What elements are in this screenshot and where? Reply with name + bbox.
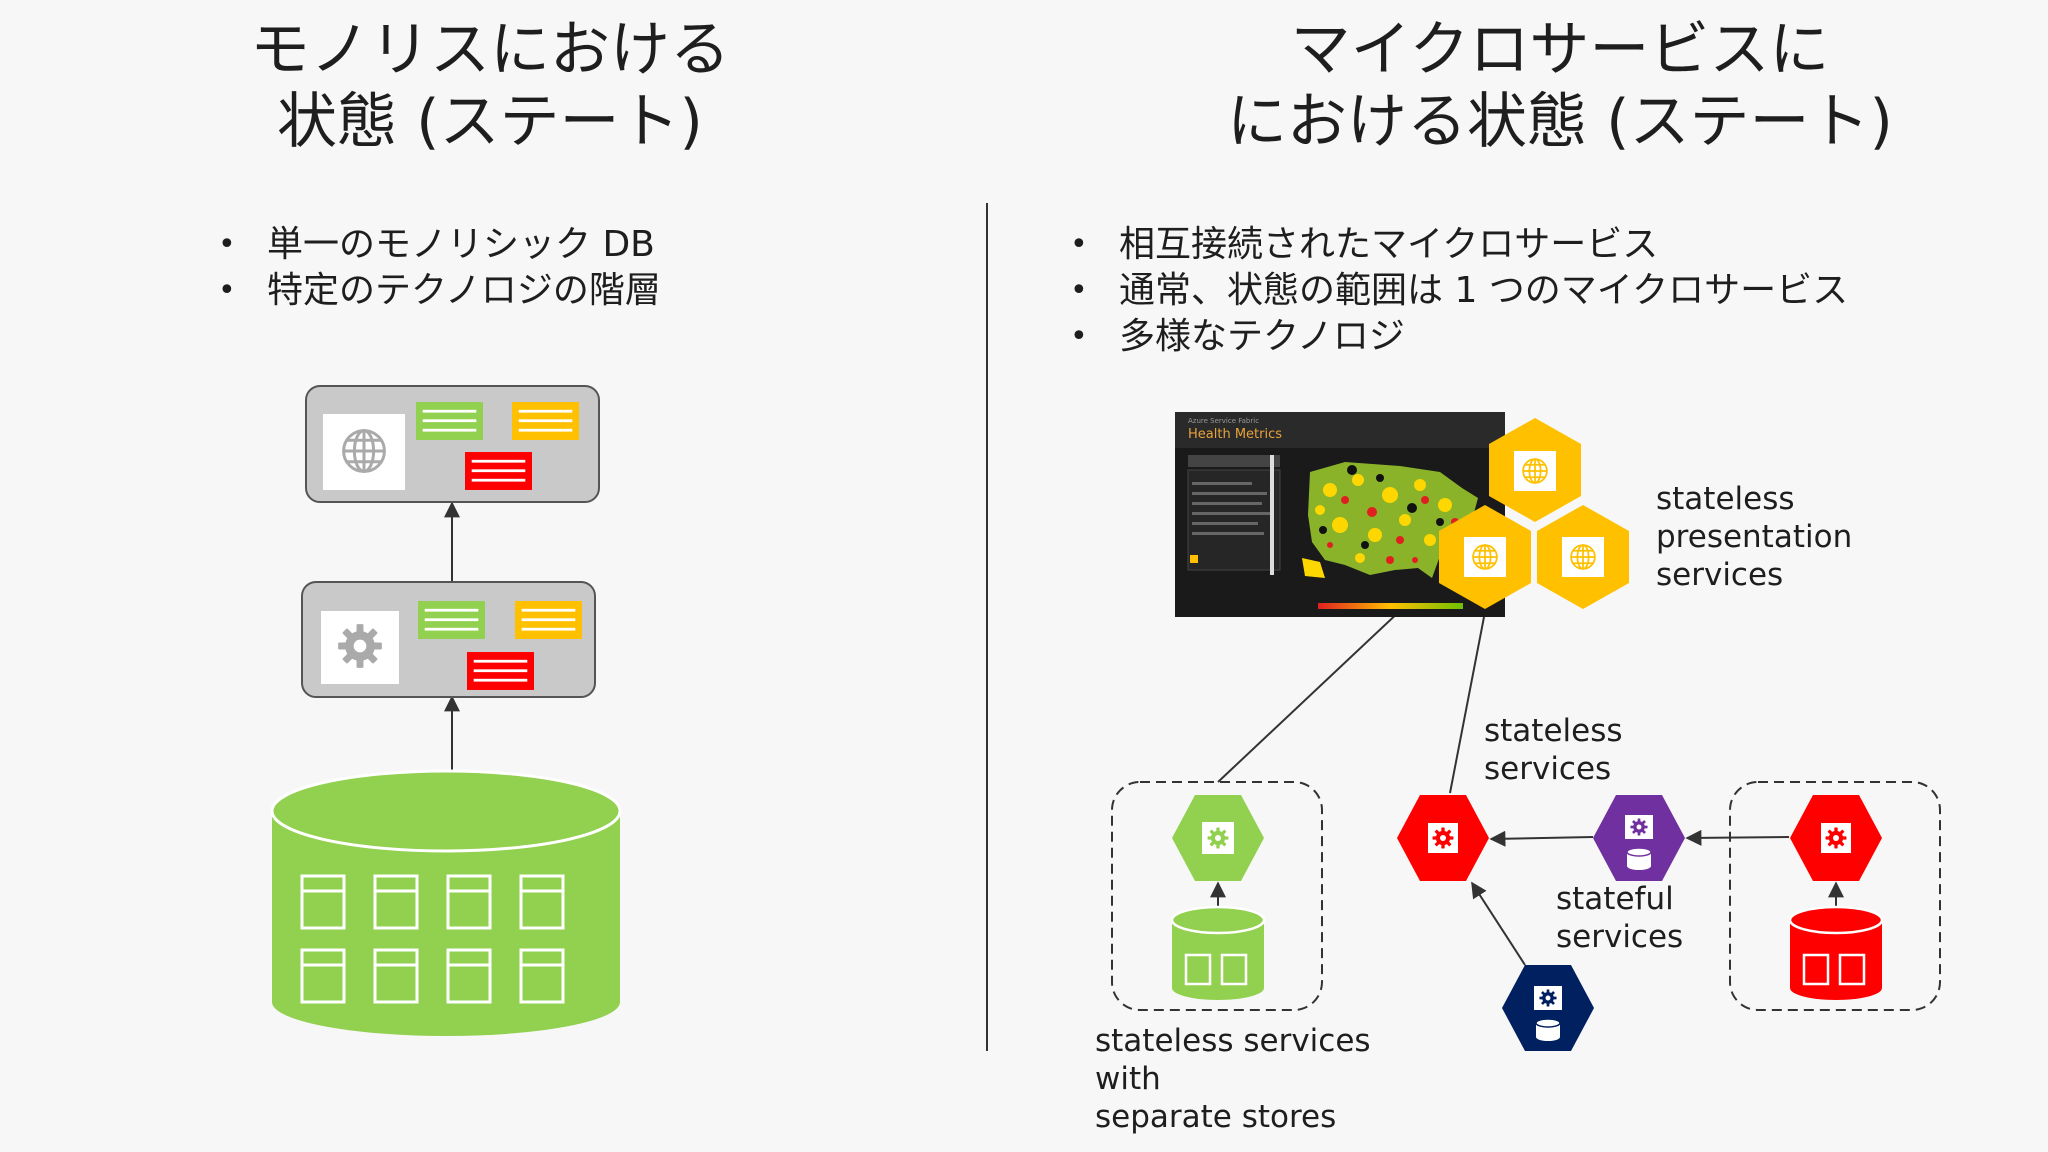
bullet-item: 相互接続されたマイクロサービス xyxy=(1070,222,1848,268)
connector-line xyxy=(1217,607,1404,783)
gear-icon xyxy=(1630,818,1648,836)
monolith-bullets: 単一のモノリシック DB 特定のテクノロジの階層 xyxy=(218,222,661,314)
dependency-arrow xyxy=(1471,881,1526,966)
green-service-group xyxy=(1111,781,1323,1011)
config-stack-icon xyxy=(465,452,532,490)
green-database-icon xyxy=(1170,905,1266,1000)
monolith-database-icon xyxy=(270,769,622,1036)
label-line: stateless services xyxy=(1095,1023,1371,1059)
monolith-title-line1: モノリスにおける xyxy=(250,15,730,85)
label-line: stateless xyxy=(1656,481,1795,517)
globe-icon xyxy=(1522,458,1548,484)
dependency-arrow xyxy=(1489,830,1594,847)
usa-heat-map xyxy=(1308,462,1478,578)
monolith-title-line2: 状態 (ステート) xyxy=(277,87,703,157)
label-line: presentation xyxy=(1656,519,1853,555)
stateless-service-hex xyxy=(1172,795,1264,881)
database-icon xyxy=(1535,1018,1561,1041)
gear-icon xyxy=(1207,827,1229,849)
gear-icon xyxy=(1432,827,1454,849)
label-line: with xyxy=(1095,1061,1161,1097)
label-line: services xyxy=(1556,919,1684,955)
stateless-service-hex xyxy=(1790,795,1882,881)
label-line: stateful xyxy=(1556,881,1674,917)
red-service-group xyxy=(1729,781,1941,1011)
microservices-title: マイクロサービスに における状態 (ステート) xyxy=(1160,14,1960,158)
presentation-service-hex xyxy=(1439,505,1531,609)
label-line: stateless xyxy=(1484,713,1623,749)
database-icon xyxy=(1626,847,1652,870)
bullet-item: 特定のテクノロジの階層 xyxy=(218,268,661,314)
bullet-item: 単一のモノリシック DB xyxy=(218,222,661,268)
config-stack-icon xyxy=(416,402,483,440)
monolith-title: モノリスにおける 状態 (ステート) xyxy=(190,14,790,158)
config-stack-icon xyxy=(418,601,485,639)
presentation-service-hex xyxy=(1537,505,1629,609)
config-stack-icon xyxy=(515,601,582,639)
label-line: services xyxy=(1484,751,1612,787)
web-tier-box xyxy=(305,385,600,503)
column-divider xyxy=(986,203,988,1051)
screenshot-app-name: Azure Service Fabric xyxy=(1188,417,1259,425)
stateful-service-hex xyxy=(1502,965,1594,1051)
config-stack-icon xyxy=(467,652,534,690)
bullet-item: 多様なテクノロジ xyxy=(1070,314,1848,360)
gear-icon xyxy=(338,624,382,668)
connector-line xyxy=(1449,616,1485,794)
globe-icon xyxy=(1570,544,1596,570)
stateless-service-hex xyxy=(1397,795,1489,881)
label-stateless-presentation-services: stateless presentation services xyxy=(1656,480,1852,594)
microservices-title-line2: における状態 (ステート) xyxy=(1227,87,1893,157)
bullet-item: 通常、状態の範囲は 1 つのマイクロサービス xyxy=(1070,268,1848,314)
label-line: separate stores xyxy=(1095,1099,1337,1135)
microservices-title-line1: マイクロサービスに xyxy=(1290,15,1830,85)
presentation-service-hex xyxy=(1489,418,1581,522)
globe-icon xyxy=(342,429,386,473)
red-database-icon xyxy=(1788,905,1884,1000)
config-stack-icon xyxy=(512,402,579,440)
label-stateless-services: stateless services xyxy=(1484,712,1623,788)
stateful-service-hex xyxy=(1593,795,1685,881)
label-stateless-services-separate-stores: stateless services with separate stores xyxy=(1095,1022,1371,1136)
dependency-arrow xyxy=(1685,829,1790,846)
globe-icon xyxy=(1472,544,1498,570)
label-stateful-services: stateful services xyxy=(1556,880,1683,956)
screenshot-title: Health Metrics xyxy=(1188,427,1282,442)
label-line: services xyxy=(1656,557,1784,593)
microservices-bullets: 相互接続されたマイクロサービス 通常、状態の範囲は 1 つのマイクロサービス 多… xyxy=(1070,222,1848,360)
gear-icon xyxy=(1539,989,1557,1007)
gear-icon xyxy=(1825,827,1847,849)
logic-tier-box xyxy=(301,581,596,698)
